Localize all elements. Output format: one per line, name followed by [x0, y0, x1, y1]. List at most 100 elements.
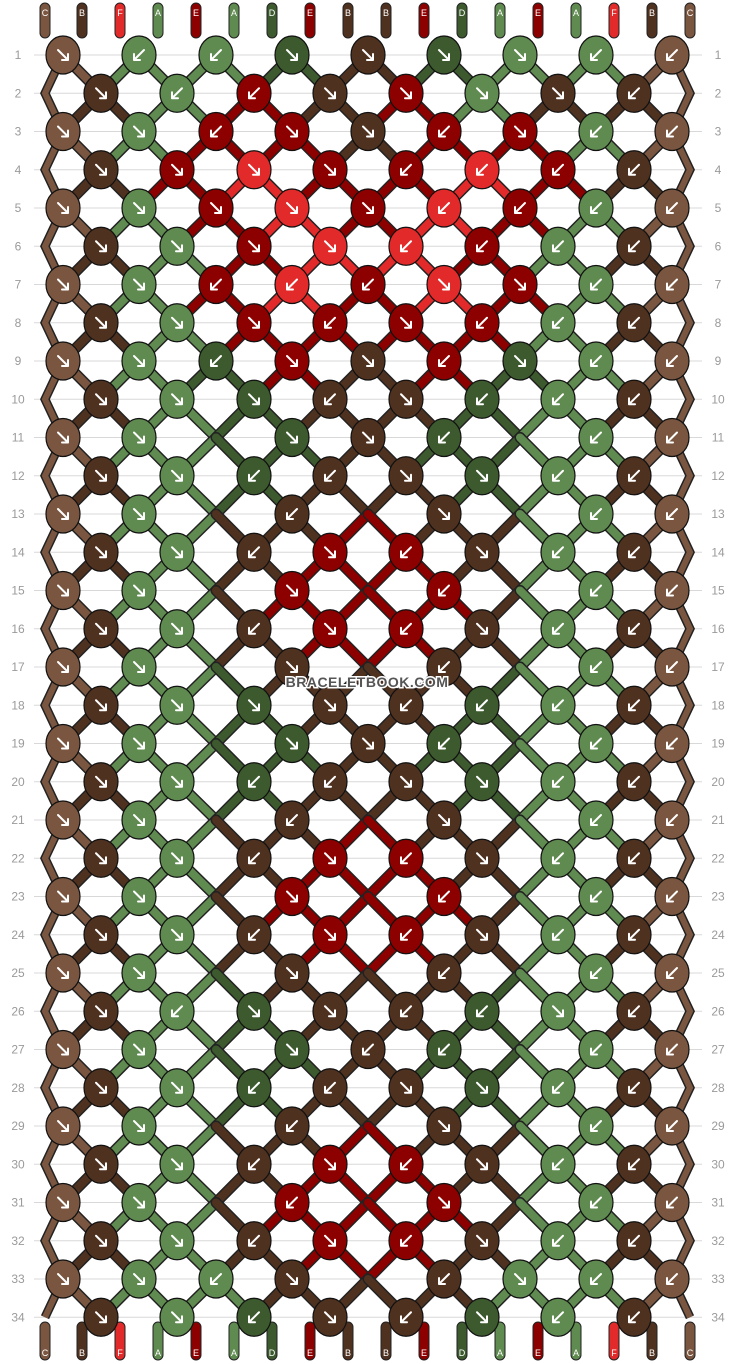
knot[interactable] — [426, 1029, 462, 1070]
knot[interactable] — [616, 1221, 652, 1261]
knot[interactable] — [159, 456, 195, 496]
knot[interactable] — [616, 1144, 652, 1184]
knot[interactable] — [121, 723, 157, 764]
knot[interactable] — [274, 417, 310, 458]
knot[interactable] — [312, 1144, 348, 1184]
knot[interactable] — [45, 188, 81, 228]
knot[interactable] — [45, 494, 81, 534]
knot[interactable] — [578, 647, 614, 687]
knot[interactable] — [616, 379, 652, 419]
knot[interactable] — [578, 723, 614, 764]
knot[interactable] — [578, 188, 614, 228]
knot[interactable] — [312, 73, 348, 113]
knot[interactable] — [274, 1029, 310, 1070]
knot[interactable] — [274, 570, 310, 611]
knot[interactable] — [388, 609, 424, 649]
knot[interactable] — [236, 73, 272, 113]
knot[interactable] — [388, 991, 424, 1031]
knot[interactable] — [83, 1221, 119, 1261]
knot[interactable] — [159, 1068, 195, 1108]
knot[interactable] — [45, 35, 81, 75]
knot[interactable] — [236, 762, 272, 802]
knot[interactable] — [274, 1259, 310, 1299]
knot[interactable] — [350, 723, 386, 764]
knot[interactable] — [578, 1259, 614, 1299]
knot[interactable] — [236, 1297, 272, 1337]
knot[interactable] — [45, 876, 81, 917]
knot[interactable] — [83, 379, 119, 419]
knot[interactable] — [654, 570, 690, 611]
knot[interactable] — [121, 1106, 157, 1146]
knot[interactable] — [83, 838, 119, 878]
knot[interactable] — [578, 1106, 614, 1146]
knot[interactable] — [121, 1259, 157, 1299]
knot[interactable] — [274, 35, 310, 75]
knot[interactable] — [236, 1144, 272, 1184]
knot[interactable] — [426, 417, 462, 458]
knot[interactable] — [388, 1144, 424, 1184]
knot[interactable] — [236, 838, 272, 878]
knot[interactable] — [654, 953, 690, 993]
knot[interactable] — [83, 456, 119, 496]
knot[interactable] — [350, 188, 386, 228]
knot[interactable] — [654, 647, 690, 687]
knot[interactable] — [578, 1029, 614, 1070]
knot[interactable] — [616, 991, 652, 1031]
knot[interactable] — [312, 991, 348, 1031]
knot[interactable] — [350, 264, 386, 305]
knot[interactable] — [464, 991, 500, 1031]
knot[interactable] — [236, 226, 272, 266]
knot[interactable] — [198, 264, 234, 305]
knot[interactable] — [502, 35, 538, 75]
knot[interactable] — [159, 379, 195, 419]
knot[interactable] — [464, 1221, 500, 1261]
knot[interactable] — [616, 609, 652, 649]
knot[interactable] — [388, 1221, 424, 1261]
knot[interactable] — [350, 341, 386, 381]
knot[interactable] — [540, 150, 576, 190]
knot[interactable] — [426, 570, 462, 611]
knot[interactable] — [45, 111, 81, 152]
knot[interactable] — [540, 762, 576, 802]
knot[interactable] — [121, 876, 157, 917]
knot[interactable] — [312, 150, 348, 190]
knot[interactable] — [426, 35, 462, 75]
knot[interactable] — [616, 915, 652, 955]
knot[interactable] — [616, 150, 652, 190]
knot[interactable] — [274, 1106, 310, 1146]
knot[interactable] — [654, 1259, 690, 1299]
knot[interactable] — [654, 876, 690, 917]
knot[interactable] — [540, 991, 576, 1031]
knot[interactable] — [236, 1221, 272, 1261]
knot[interactable] — [578, 800, 614, 840]
knot[interactable] — [121, 111, 157, 152]
knot[interactable] — [274, 111, 310, 152]
knot[interactable] — [616, 226, 652, 266]
knot[interactable] — [159, 915, 195, 955]
knot[interactable] — [616, 762, 652, 802]
knot[interactable] — [121, 647, 157, 687]
knot[interactable] — [312, 1221, 348, 1261]
knot[interactable] — [159, 1221, 195, 1261]
knot[interactable] — [312, 915, 348, 955]
knot[interactable] — [616, 532, 652, 572]
knot[interactable] — [654, 35, 690, 75]
knot[interactable] — [350, 111, 386, 152]
knot[interactable] — [159, 838, 195, 878]
knot[interactable] — [654, 723, 690, 764]
knot[interactable] — [426, 1259, 462, 1299]
knot[interactable] — [540, 609, 576, 649]
knot[interactable] — [274, 341, 310, 381]
knot[interactable] — [121, 953, 157, 993]
knot[interactable] — [159, 303, 195, 343]
knot[interactable] — [236, 150, 272, 190]
knot[interactable] — [312, 303, 348, 343]
knot[interactable] — [159, 1144, 195, 1184]
knot[interactable] — [464, 685, 500, 725]
knot[interactable] — [121, 341, 157, 381]
knot[interactable] — [388, 1297, 424, 1337]
knot[interactable] — [388, 915, 424, 955]
knot[interactable] — [426, 953, 462, 993]
knot[interactable] — [464, 1297, 500, 1337]
knot[interactable] — [274, 876, 310, 917]
